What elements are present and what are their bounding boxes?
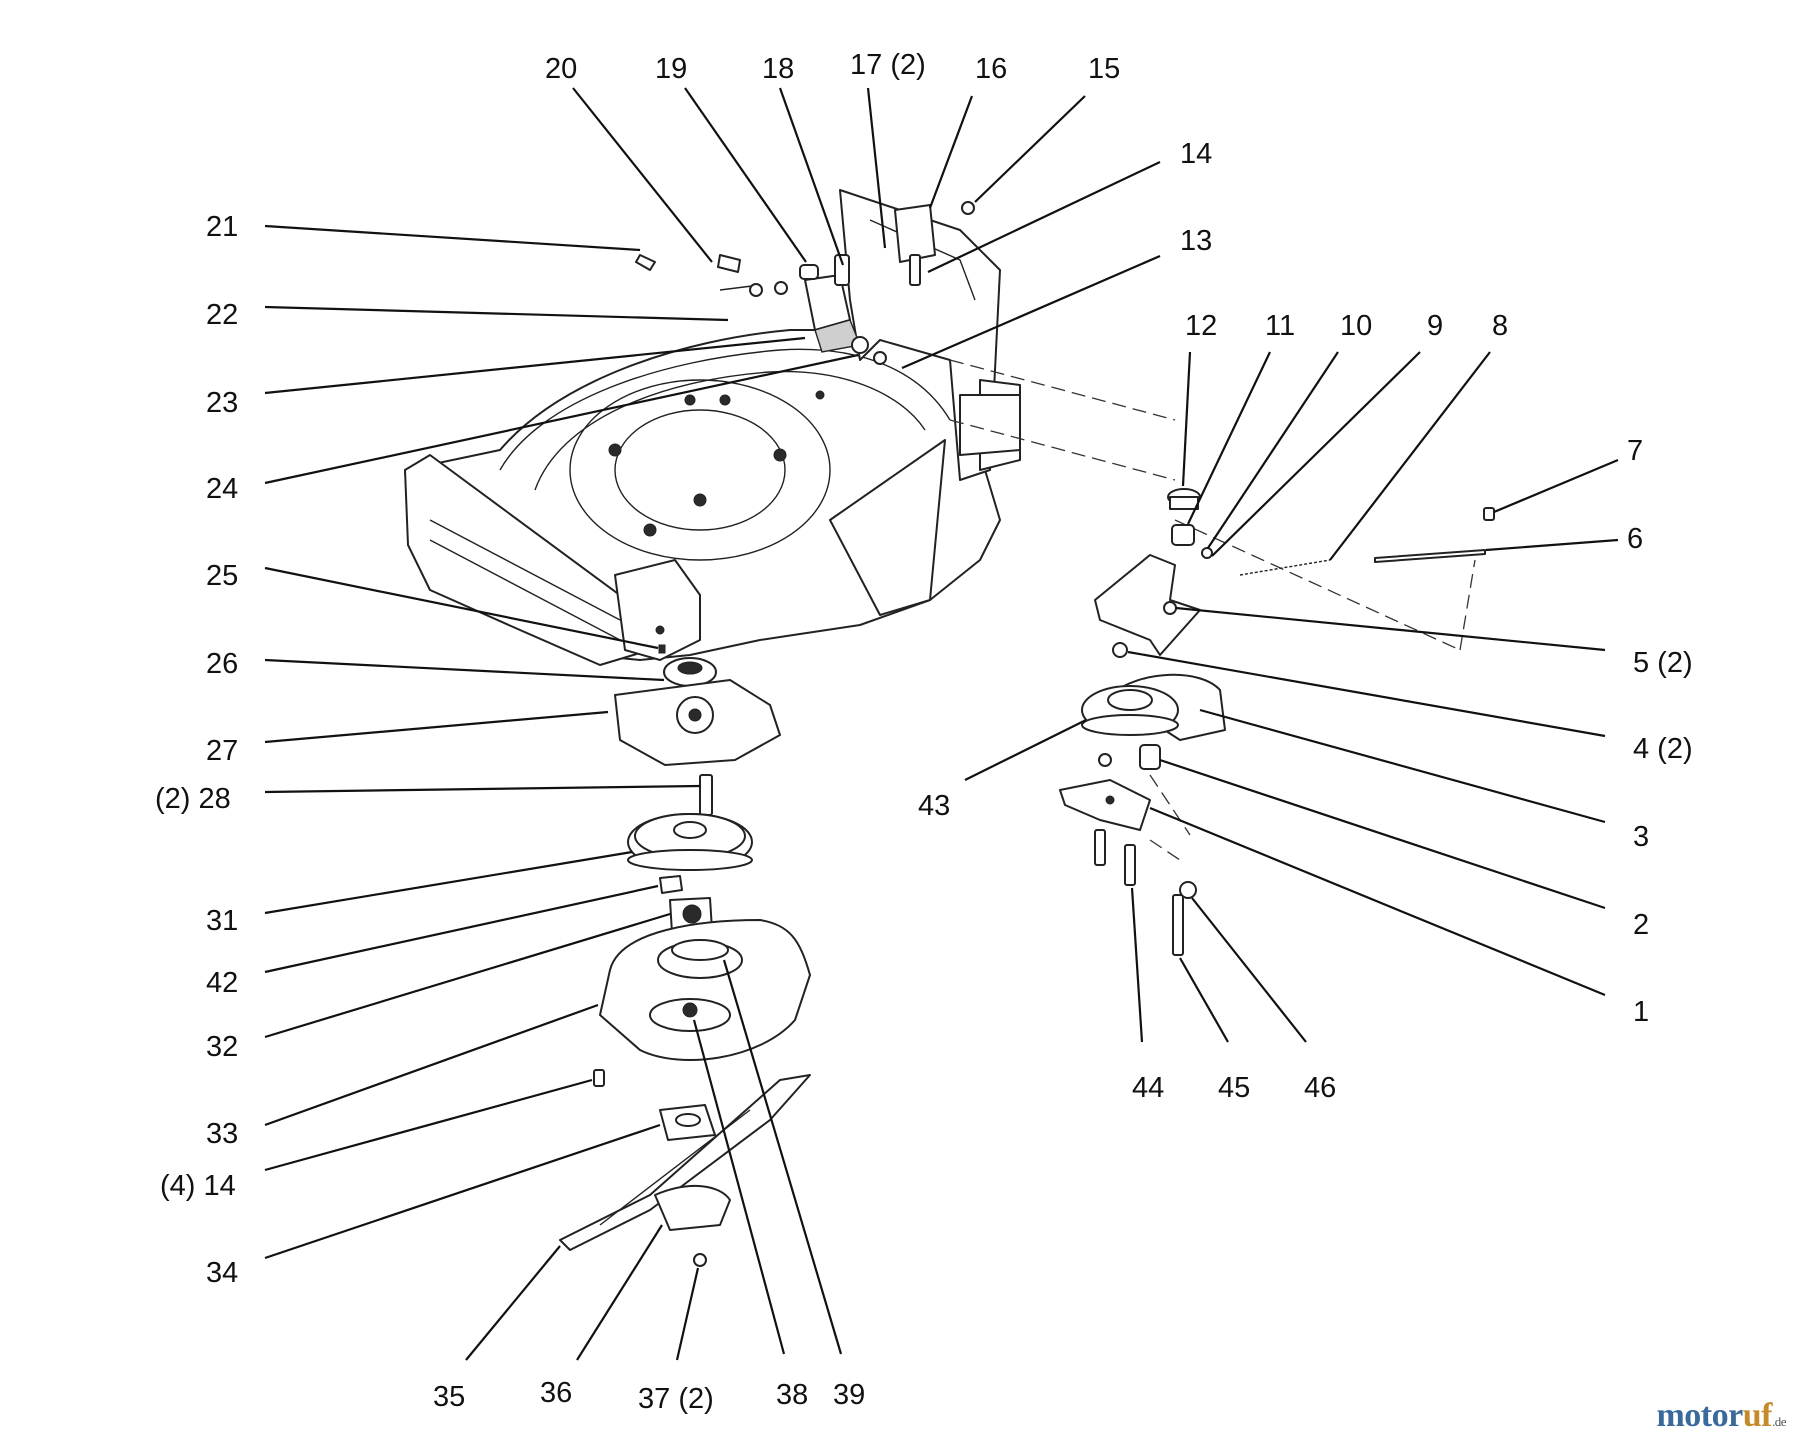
leader-33 [264, 1003, 599, 1127]
callout-44: 44 [1132, 1072, 1164, 1104]
leader-7 [1493, 458, 1619, 514]
leader-46 [1191, 897, 1307, 1043]
callout-36: 36 [540, 1377, 572, 1409]
callout-32: 32 [206, 1031, 238, 1063]
idler-assembly [949, 359, 1495, 956]
leader-17 [866, 87, 887, 249]
watermark-part-b: uf [1742, 1397, 1773, 1434]
callout-11: 11 [1265, 310, 1295, 342]
callout-25: 25 [206, 560, 238, 592]
leader-8 [1329, 351, 1491, 561]
callout-31: 31 [206, 905, 238, 937]
callout-37: 37 (2) [638, 1383, 714, 1415]
callout-28: (2) 28 [155, 783, 231, 815]
callout-15: 15 [1088, 53, 1120, 85]
callout-23: 23 [206, 387, 238, 419]
leader-43 [964, 719, 1087, 781]
blade-drive-assembly [559, 644, 811, 1267]
leader-14b [264, 1078, 593, 1172]
callout-18: 18 [762, 53, 794, 85]
callout-38: 38 [776, 1379, 808, 1411]
callout-39: 39 [833, 1379, 865, 1411]
leader-11 [1187, 351, 1271, 525]
callout-19: 19 [655, 53, 687, 85]
leader-6 [1485, 538, 1619, 552]
leader-16 [928, 95, 974, 209]
leader-4 [1127, 650, 1606, 738]
callout-17: 17 (2) [850, 49, 926, 81]
leader-14 [927, 161, 1161, 273]
callout-labels: 20 19 18 17 (2) 16 15 14 13 21 22 23 24 … [155, 49, 1693, 1415]
callout-16: 16 [975, 53, 1007, 85]
motoruf-logo: motoruf.de [1656, 1397, 1786, 1435]
leader-12 [1181, 351, 1192, 487]
leader-5 [1175, 606, 1606, 652]
leader-32 [264, 912, 671, 1039]
leader-36 [576, 1224, 663, 1361]
callout-7: 7 [1627, 435, 1643, 467]
watermark-part-a: motor [1656, 1397, 1743, 1434]
leader-21 [264, 224, 641, 252]
leader-28 [264, 784, 701, 794]
leader-22 [264, 305, 729, 322]
leader-34 [264, 1123, 661, 1260]
callout-14: 14 [1180, 138, 1212, 170]
leader-25 [264, 566, 659, 650]
leader-31 [264, 850, 633, 915]
leader-10 [1207, 351, 1339, 549]
callout-33: 33 [206, 1118, 238, 1150]
leader-24 [264, 353, 859, 485]
callout-42: 42 [206, 967, 238, 999]
callout-26: 26 [206, 648, 238, 680]
leader-35 [465, 1245, 561, 1361]
leader-37 [675, 1267, 700, 1361]
callout-46: 46 [1304, 1072, 1336, 1104]
callout-21: 21 [206, 211, 238, 243]
callout-5: 5 (2) [1633, 647, 1693, 679]
leader-42 [264, 884, 659, 974]
leader-20 [572, 87, 713, 263]
leader-26 [264, 658, 665, 682]
callout-43: 43 [918, 790, 950, 822]
leader-18 [778, 87, 845, 266]
leader-15 [974, 95, 1086, 203]
leader-9 [1211, 351, 1421, 557]
leader-44 [1130, 887, 1144, 1043]
leader-23 [264, 336, 806, 395]
leader-27 [264, 710, 609, 744]
height-adjust-linkage [635, 201, 975, 365]
callout-20: 20 [545, 53, 577, 85]
leader-19 [684, 87, 807, 263]
callout-8: 8 [1492, 310, 1508, 342]
leader-1 [1149, 806, 1606, 997]
callout-45: 45 [1218, 1072, 1250, 1104]
leader-lines [264, 87, 1619, 1361]
leader-38 [692, 1019, 786, 1355]
callout-10: 10 [1340, 310, 1372, 342]
leader-2 [1159, 758, 1606, 910]
leader-45 [1179, 957, 1229, 1043]
callout-34: 34 [206, 1257, 238, 1289]
mower-deck-housing [404, 189, 1021, 666]
callout-3: 3 [1633, 821, 1649, 853]
callout-35: 35 [433, 1381, 465, 1413]
callout-27: 27 [206, 735, 238, 767]
callout-6: 6 [1627, 523, 1643, 555]
callout-1: 1 [1633, 996, 1649, 1028]
leader-3 [1199, 708, 1606, 824]
callout-9: 9 [1427, 310, 1443, 342]
leader-13 [901, 254, 1161, 370]
leader-39 [722, 959, 843, 1355]
callout-14b: (4) 14 [160, 1170, 236, 1202]
callout-13: 13 [1180, 225, 1212, 257]
watermark-tld: .de [1771, 1414, 1787, 1429]
callout-24: 24 [206, 473, 238, 505]
callout-4: 4 (2) [1633, 733, 1693, 765]
callout-2: 2 [1633, 909, 1649, 941]
callout-12: 12 [1185, 310, 1217, 342]
callout-22: 22 [206, 299, 238, 331]
